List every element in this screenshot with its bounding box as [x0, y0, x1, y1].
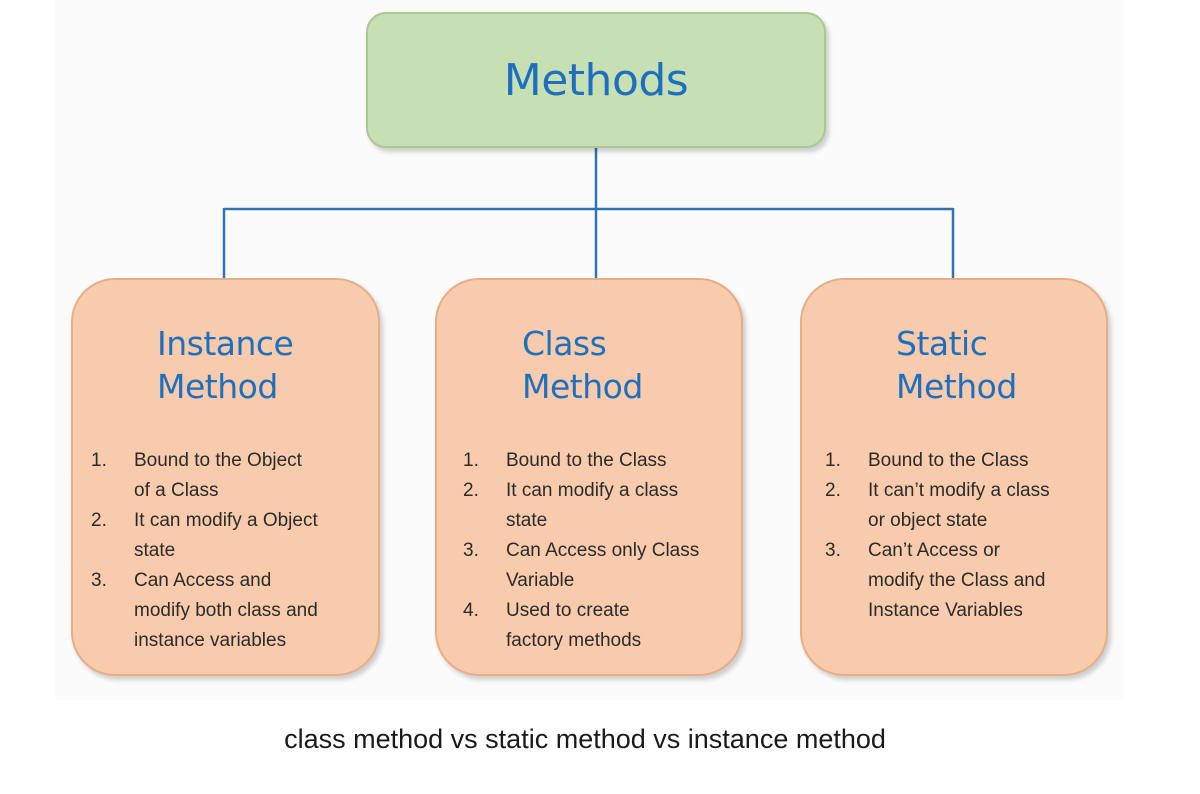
card-feature-list: 1. Bound to the Class 2. It can’t modify…: [825, 446, 1105, 626]
list-item: 1. Bound to the Object of a Class: [91, 446, 375, 506]
list-item: 3. Can Access and modify both class and …: [91, 566, 375, 656]
list-item-number: 3.: [91, 570, 107, 591]
list-item: 1. Bound to the Class: [463, 446, 739, 476]
list-item-line: Used to create: [506, 600, 630, 621]
list-item-line: state: [506, 510, 548, 531]
list-item-number: 3.: [463, 540, 479, 561]
card-title: Instance Method: [157, 322, 294, 408]
static-method-card: Static Method 1. Bound to the Class 2. I…: [800, 278, 1108, 676]
list-item-number: 2.: [825, 480, 841, 501]
list-item-number: 1.: [91, 450, 107, 471]
card-title-line: Instance: [157, 324, 294, 363]
list-item-line: Bound to the Class: [506, 450, 667, 471]
list-item-line: factory methods: [506, 630, 642, 651]
list-item: 4. Used to create factory methods: [463, 596, 739, 656]
root-node-label: Methods: [503, 54, 689, 106]
list-item-line: Can Access and: [134, 570, 272, 591]
list-item-number: 4.: [463, 600, 479, 621]
card-title-line: Method: [157, 367, 278, 406]
instance-method-card: Instance Method 1. Bound to the Object o…: [71, 278, 380, 676]
class-method-card: Class Method 1. Bound to the Class 2. It…: [435, 278, 743, 676]
card-title-line: Static: [896, 324, 988, 363]
methods-root-node: Methods: [366, 12, 826, 148]
card-title: Class Method: [522, 322, 643, 408]
list-item-line: of a Class: [134, 480, 219, 501]
list-item-line: It can modify a class: [506, 480, 679, 501]
card-title-line: Method: [896, 367, 1017, 406]
card-title: Static Method: [896, 322, 1017, 408]
list-item-line: instance variables: [134, 630, 287, 651]
list-item-line: Variable: [506, 570, 575, 591]
list-item: 2. It can modify a Object state: [91, 506, 375, 566]
card-feature-list: 1. Bound to the Object of a Class 2. It …: [91, 446, 375, 656]
list-item: 3. Can Access only Class Variable: [463, 536, 739, 596]
card-feature-list: 1. Bound to the Class 2. It can modify a…: [463, 446, 739, 656]
list-item-line: modify the Class and: [868, 570, 1046, 591]
list-item-line: modify both class and: [134, 600, 318, 621]
card-title-line: Method: [522, 367, 643, 406]
list-item: 2. It can modify a class state: [463, 476, 739, 536]
list-item-line: Can’t Access or: [868, 540, 1000, 561]
list-item: 3. Can’t Access or modify the Class and …: [825, 536, 1105, 626]
list-item-number: 1.: [463, 450, 479, 471]
list-item: 2. It can’t modify a class or object sta…: [825, 476, 1105, 536]
list-item-number: 3.: [825, 540, 841, 561]
list-item-line: Bound to the Class: [868, 450, 1029, 471]
card-title-line: Class: [522, 324, 607, 363]
list-item-line: Bound to the Object: [134, 450, 302, 471]
list-item: 1. Bound to the Class: [825, 446, 1105, 476]
list-item-number: 2.: [463, 480, 479, 501]
list-item-line: Instance Variables: [868, 600, 1023, 621]
list-item-line: state: [134, 540, 176, 561]
list-item-line: Can Access only Class: [506, 540, 700, 561]
figure-caption: class method vs static method vs instanc…: [284, 724, 886, 754]
list-item-number: 1.: [825, 450, 841, 471]
list-item-line: or object state: [868, 510, 988, 531]
list-item-number: 2.: [91, 510, 107, 531]
list-item-line: It can’t modify a class: [868, 480, 1050, 501]
list-item-line: It can modify a Object: [134, 510, 318, 531]
